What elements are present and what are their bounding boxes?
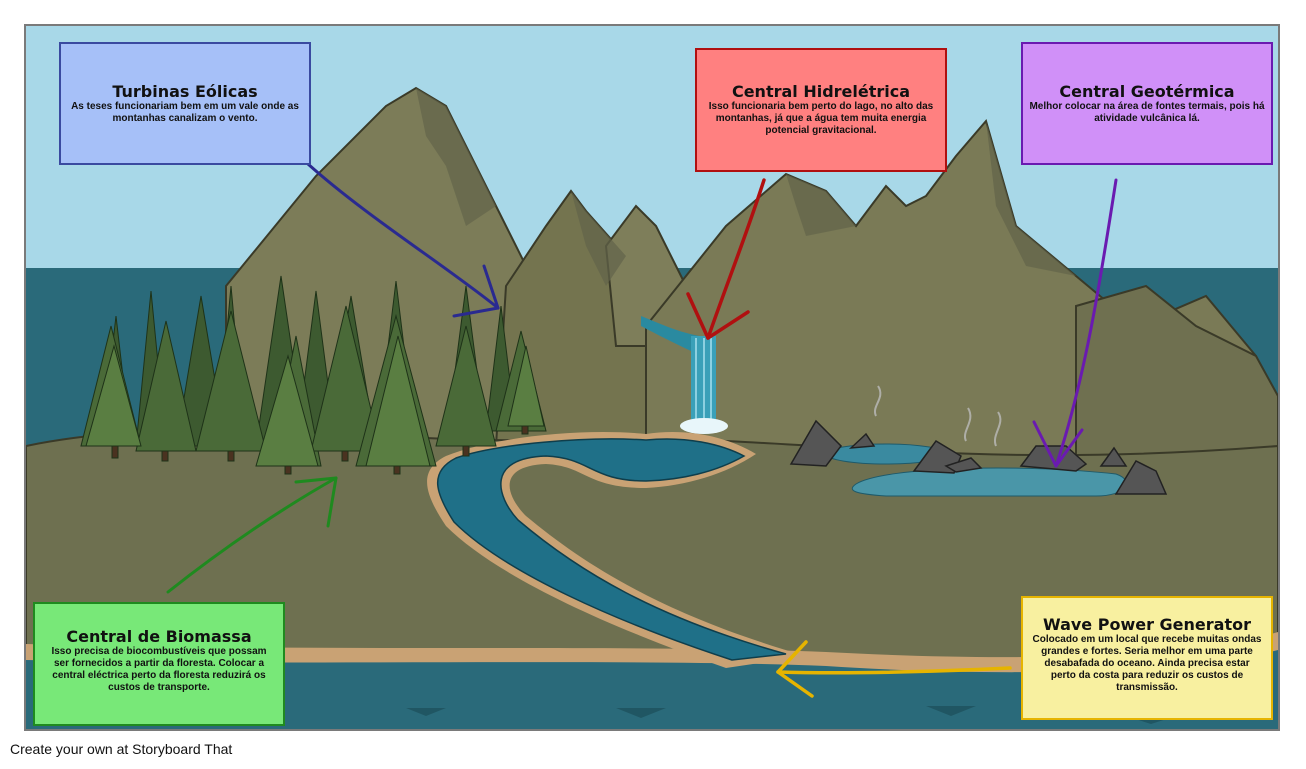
wave-power-callout: Wave Power Generator Colocado em um loca… [1021, 596, 1273, 720]
callout-title: Central Geotérmica [1059, 82, 1235, 101]
callout-title: Central de Biomassa [66, 627, 252, 646]
geothermal-callout: Central Geotérmica Melhor colocar na áre… [1021, 42, 1273, 165]
callout-text: Colocado em um local que recebe muitas o… [1032, 634, 1262, 693]
waterfall [641, 316, 728, 434]
storyboard-footer-link[interactable]: Create your own at Storyboard That [10, 741, 233, 757]
callout-title: Turbinas Eólicas [112, 82, 258, 101]
callout-text: As teses funcionariam bem em um vale ond… [71, 101, 299, 124]
wave-arrow [776, 640, 1012, 698]
landscape-illustration [26, 26, 1278, 729]
diagram-scene: Turbinas Eólicas As teses funcionariam b… [24, 24, 1280, 731]
wind-turbines-callout: Turbinas Eólicas As teses funcionariam b… [59, 42, 311, 165]
wind-arrow [306, 162, 500, 318]
callout-text: Melhor colocar na área de fontes termais… [1029, 101, 1265, 124]
forest [80, 275, 547, 475]
shoreline [26, 632, 1278, 673]
bio-arrow [166, 476, 338, 594]
arrows [166, 162, 1118, 698]
hydro-arrow [686, 178, 766, 340]
callout-title: Wave Power Generator [1043, 615, 1251, 634]
callout-title: Central Hidrelétrica [731, 82, 911, 101]
biomass-callout: Central de Biomassa Isso precisa de bioc… [33, 602, 285, 726]
callout-text: Isso precisa de biocombustíveis que poss… [51, 646, 267, 693]
callout-text: Isso funcionaria bem perto do lago, no a… [708, 101, 934, 136]
geo-arrow [1032, 178, 1118, 468]
mountain-shading [416, 88, 1076, 286]
hydroelectric-callout: Central Hidrelétrica Isso funcionaria be… [695, 48, 947, 172]
hot-springs [789, 385, 1168, 497]
